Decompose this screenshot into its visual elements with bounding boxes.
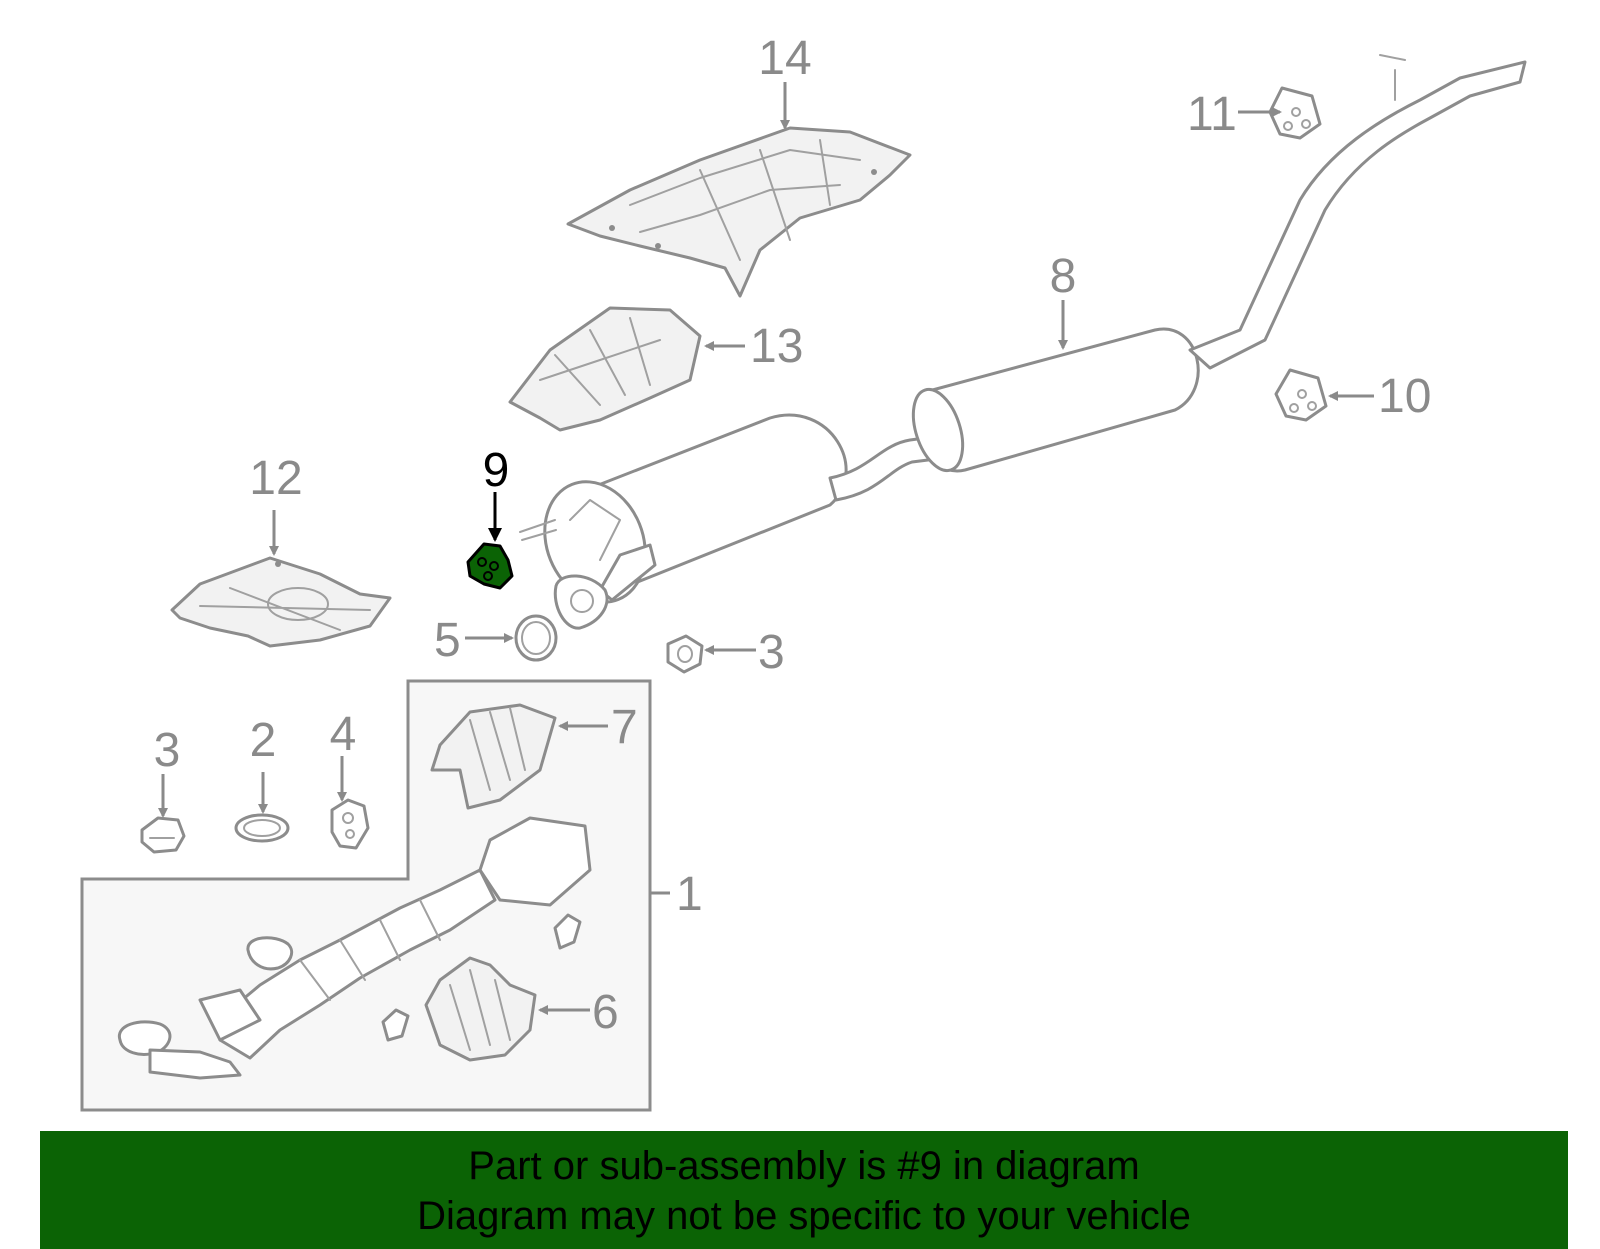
callout-6: 6 — [592, 986, 619, 1039]
callout-10: 10 — [1378, 370, 1431, 423]
callout-3-right: 3 — [758, 626, 785, 679]
leader-lines — [158, 82, 1374, 1015]
part-3-flange-nut-right[interactable] — [666, 634, 704, 674]
callout-8: 8 — [1050, 250, 1077, 303]
part-info-banner: Part or sub-assembly is #9 in diagram Di… — [40, 1131, 1568, 1249]
callout-9: 9 — [483, 444, 510, 497]
callout-13: 13 — [750, 320, 803, 373]
part-9-exhaust-hanger-highlighted[interactable] — [466, 542, 514, 590]
callout-1: 1 — [676, 868, 703, 921]
part-13-heat-shield[interactable] — [508, 306, 702, 432]
callout-4: 4 — [330, 708, 357, 761]
callout-12: 12 — [249, 452, 302, 505]
part-2-gasket[interactable] — [234, 813, 290, 843]
part-4-hanger[interactable] — [330, 798, 370, 850]
callout-labels: 14 13 8 11 10 12 9 5 3 7 3 2 4 1 6 — [154, 32, 1432, 1039]
part-1-front-pipe-converter[interactable] — [117, 816, 592, 1080]
part-6-converter-lower-shield[interactable] — [424, 956, 537, 1062]
part-12-floor-shield[interactable] — [170, 556, 392, 648]
part-7-converter-heat-shield[interactable] — [430, 703, 557, 810]
part-14-heat-shield[interactable] — [566, 126, 912, 298]
part-10-rubber-hanger[interactable] — [1274, 368, 1328, 422]
callout-14: 14 — [758, 32, 811, 85]
callout-3-left: 3 — [154, 724, 181, 777]
part-5-gasket-ring[interactable] — [514, 614, 558, 662]
banner-line-disclaimer: Diagram may not be specific to your vehi… — [417, 1194, 1191, 1238]
callout-7: 7 — [611, 701, 638, 754]
banner-line-part-number: Part or sub-assembly is #9 in diagram — [468, 1144, 1140, 1188]
part-8-muffler-assembly[interactable] — [519, 54, 1527, 630]
part-3-flange-nut-left[interactable] — [140, 816, 186, 854]
callout-2: 2 — [250, 714, 277, 767]
callout-11: 11 — [1187, 88, 1237, 141]
callout-5: 5 — [434, 614, 461, 667]
